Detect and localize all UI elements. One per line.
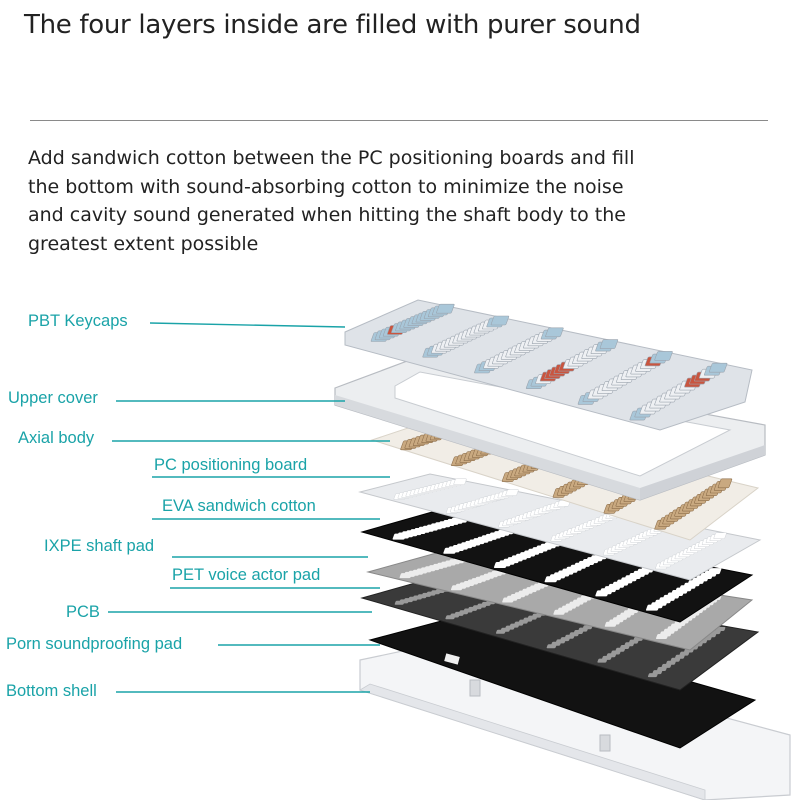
keycaps-cell [545,327,564,338]
pcbHoles-cell [656,667,667,671]
upper-cover-layer [334,359,766,501]
description-paragraph: Add sandwich cotton between the PC posit… [28,144,748,258]
label-pc-positioning-board: PC positioning board [154,456,308,474]
page-headline: The four layers inside are filled with p… [24,10,641,40]
keycaps-cell [709,362,728,373]
keycaps-cell [654,351,673,361]
description-line: the bottom with sound-absorbing cotton t… [28,175,624,198]
keycaps-cell [599,339,619,349]
pcbHoles-cell [674,654,685,659]
ixpeHoles-cell [707,568,722,575]
label-pcb: PCB [66,603,100,621]
pcbHoles-cell [661,663,672,668]
description-line: and cavity sound generated when hitting … [28,204,626,226]
section-divider [30,120,768,121]
label-upper-cover: Upper cover [8,389,98,407]
keycaps-cell [490,315,510,326]
pcbHoles-cell [670,657,681,662]
soundproofing-pad-layer [368,615,757,749]
label-pbt-keycaps: PBT Keycaps [28,312,128,330]
label-ixpe-shaft-pad: IXPE shaft pad [44,537,155,555]
leader-lines [108,322,390,693]
label-pet-voice-actor-pad: PET voice actor pad [172,566,321,584]
label-axial-body: Axial body [18,429,95,447]
evaHoles-cell [713,532,727,539]
label-eva-sandwich-cotton: EVA sandwich cotton [162,497,316,515]
description-line: Add sandwich cotton between the PC posit… [28,147,635,169]
switches-cell [717,478,733,489]
keycaps-cell [436,303,455,314]
keycaps-layer [344,299,753,431]
label-bottom-shell: Bottom shell [6,682,97,700]
pcbHoles-cell [679,651,690,656]
label-soundproofing-pad: Porn soundproofing pad [6,635,183,653]
evaHoles-cell [505,489,519,496]
evaHoles-cell [453,478,467,486]
description-line: greatest extent possible [28,232,259,255]
pcbHoles-cell [652,670,663,675]
